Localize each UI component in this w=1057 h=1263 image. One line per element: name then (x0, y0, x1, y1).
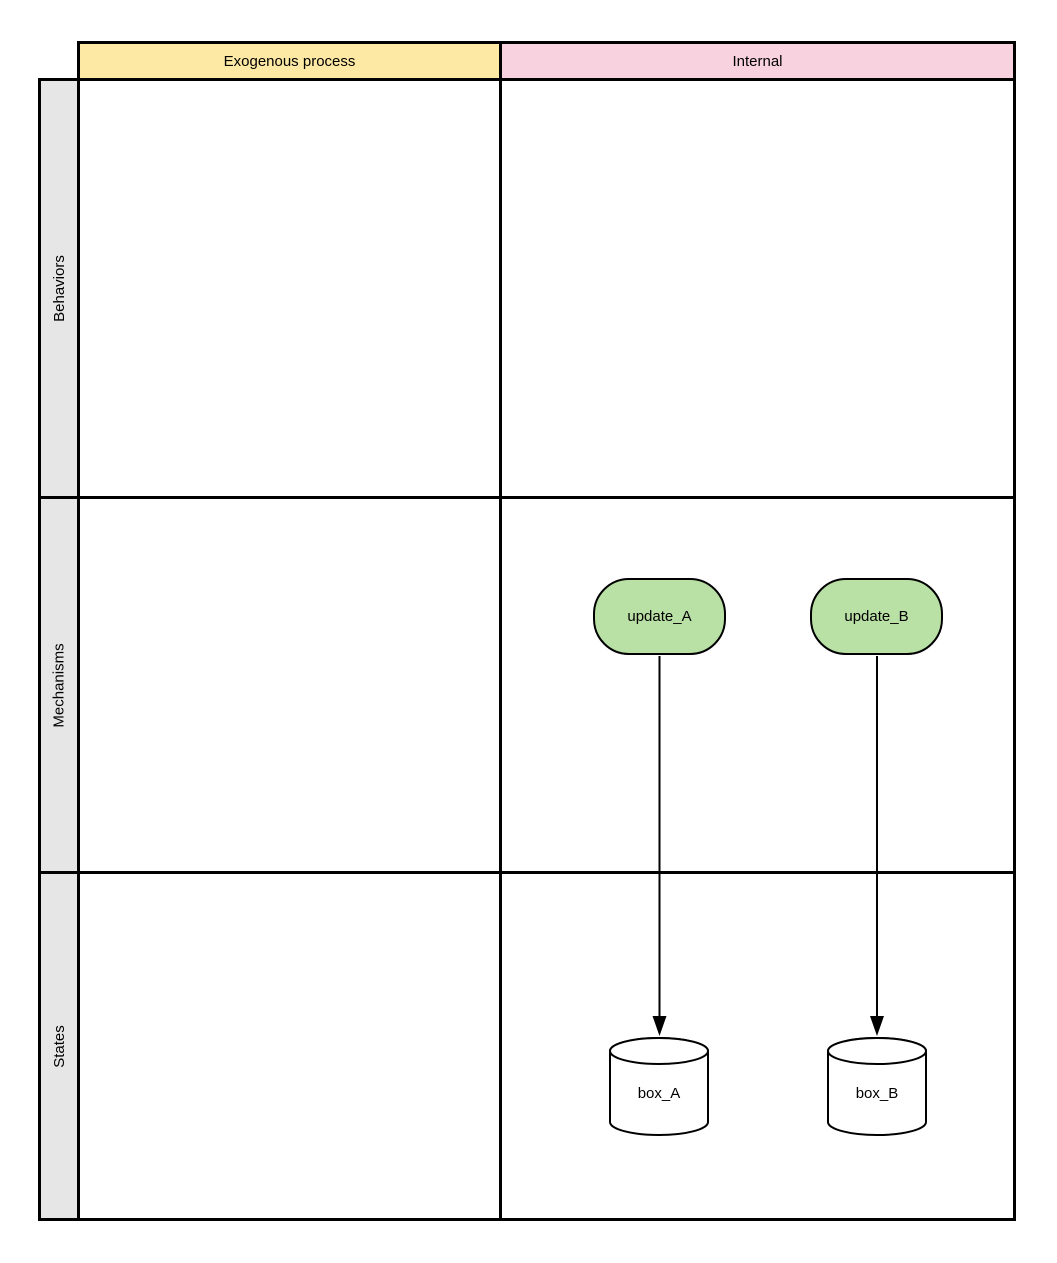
node-box-a-cylinder (609, 1037, 709, 1136)
edge-update-b-to-box-b (870, 656, 884, 1036)
column-header-internal: Internal (502, 44, 1013, 78)
node-update-b: update_B (810, 578, 943, 655)
node-label: update_B (844, 608, 909, 625)
node-label: box_B (855, 1084, 899, 1102)
node-box-a-label: box_A (610, 1066, 708, 1120)
grid-line-column-divider (499, 41, 502, 1221)
grid-line-right (1013, 41, 1016, 1221)
row-header-column (41, 81, 77, 1218)
cylinder-top (609, 1037, 709, 1065)
node-label: update_A (627, 608, 692, 625)
edge-update-a-to-box-a (652, 656, 667, 1036)
node-box-b-label: box_B (828, 1066, 926, 1120)
grid-line-row-divider-1 (38, 496, 1016, 499)
edge-arrowhead-icon (652, 1016, 667, 1036)
grid-line-row-divider-2 (38, 871, 1016, 874)
node-box-b-cylinder (827, 1037, 927, 1136)
grid-line-grid-left (77, 41, 80, 1221)
grid-line-header-top (77, 41, 1016, 44)
column-header-label: Internal (732, 52, 783, 70)
cylinder-top (827, 1037, 927, 1065)
node-label: box_A (637, 1084, 681, 1102)
node-update-a: update_A (593, 578, 726, 655)
grid-line-label-left (38, 78, 41, 1221)
column-header-exogenous-process: Exogenous process (80, 44, 499, 78)
grid-line-grid-top (38, 78, 1016, 81)
grid-line-bottom (38, 1218, 1016, 1221)
edge-arrowhead-icon (870, 1016, 884, 1036)
column-header-label: Exogenous process (223, 52, 356, 70)
